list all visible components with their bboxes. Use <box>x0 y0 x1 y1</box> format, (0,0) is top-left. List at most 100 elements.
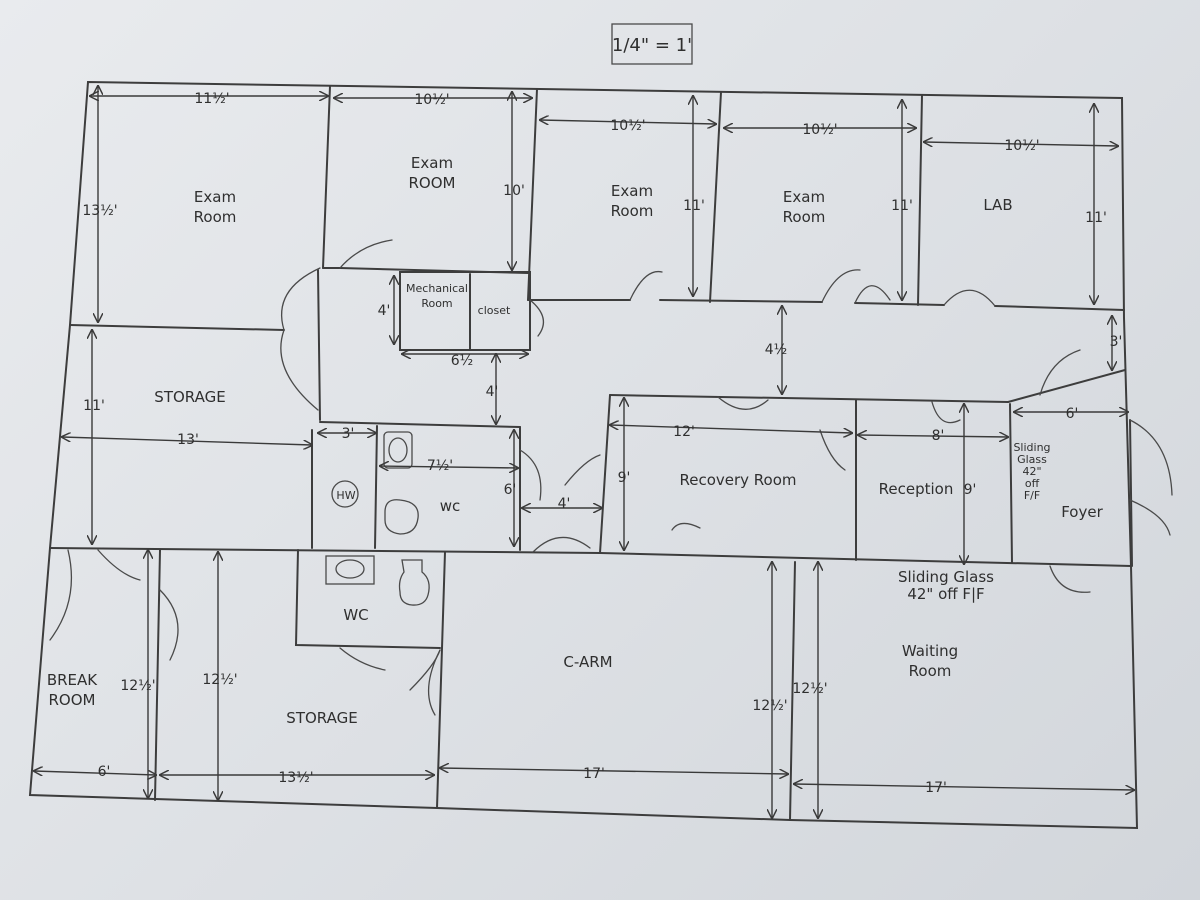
room-label-line: Room <box>421 297 452 310</box>
dimension-line-carm_w <box>440 768 788 774</box>
dimension-label-corr_4b: 4' <box>558 496 571 512</box>
dimension-label-lab_w: 10½' <box>1004 138 1039 154</box>
dimension-label-storage_h: 11' <box>83 398 105 414</box>
room-label-line: Recovery Room <box>679 471 796 489</box>
dimension-label-break_w: 6' <box>98 764 111 780</box>
dimension-lines: 11½' 10½' 10½' 10½' 10½' 13½' 10' 11' 11' 11' 4' 6½… <box>34 86 1134 818</box>
scale-label: 1/4" = 1' <box>612 35 692 56</box>
room-label-line: Exam <box>783 188 825 206</box>
dimension-label-carm_w: 17' <box>583 766 605 782</box>
dimension-label-exam1_w: 11½' <box>194 91 229 107</box>
dimension-label-corr_4: 4' <box>486 384 499 400</box>
room-label-line: Sliding <box>1013 441 1050 454</box>
dimension-label-exam4_h: 11' <box>891 198 913 214</box>
room-label-foyer: Foyer <box>1061 503 1103 521</box>
dimension-label-wc_h: 6' <box>504 482 517 498</box>
dimension-label-foyer_w: 6' <box>1066 406 1079 422</box>
front-rooms-walls <box>599 369 1133 567</box>
room-label-line: Reception <box>879 480 954 498</box>
room-label-line: C-ARM <box>563 653 612 671</box>
dimension-label-exam3_w: 10½' <box>610 118 645 134</box>
room-label-hw: HW <box>336 489 355 502</box>
room-label-line: Room <box>783 208 826 226</box>
dimension-label-carm_h: 12½' <box>752 698 787 714</box>
sink-icon-lower <box>325 555 375 585</box>
room-label-recovery: Recovery Room <box>679 471 796 489</box>
door-swings <box>49 239 1173 716</box>
room-label-line: Waiting <box>902 642 958 660</box>
dimension-label-storage2_w: 13½' <box>278 770 313 786</box>
room-label-wc_lower: WC <box>343 606 368 624</box>
room-label-reception: Reception <box>879 480 954 498</box>
dimension-label-hw_w: 3' <box>342 426 355 442</box>
dimension-line-reception_w <box>858 435 1008 437</box>
dimension-label-waiting_w: 17' <box>925 780 947 796</box>
room-label-line: Foyer <box>1061 503 1103 521</box>
toilet-icon-lower <box>398 559 430 606</box>
room-label-line: STORAGE <box>154 388 225 406</box>
room-label-line: STORAGE <box>286 709 357 727</box>
room-label-line: Room <box>909 662 952 680</box>
dimension-line-wc_w <box>380 466 518 468</box>
dimension-line-recovery_w <box>610 425 852 433</box>
room-label-line: Sliding Glass <box>898 568 994 586</box>
dimension-label-recovery_w: 12' <box>673 424 695 440</box>
dimension-label-reception_h: 9' <box>964 482 977 498</box>
dimension-label-exam4_w: 10½' <box>802 122 837 138</box>
room-label-line: Mechanical <box>406 282 468 295</box>
room-label-lab: LAB <box>983 196 1012 214</box>
dimension-label-storage_w: 13' <box>177 432 199 448</box>
room-label-line: F/F <box>1024 489 1040 502</box>
dimension-label-hall: 4½ <box>765 342 787 358</box>
dimension-label-recovery_h: 9' <box>618 470 631 486</box>
room-label-line: off <box>1025 477 1040 490</box>
room-label-storage_upper: STORAGE <box>154 388 225 406</box>
dimension-label-foyer_3: 3' <box>1110 334 1123 350</box>
room-label-closet: closet <box>478 304 511 317</box>
dimension-label-exam1_h: 13½' <box>82 203 117 219</box>
room-label-storage_lower: STORAGE <box>286 709 357 727</box>
toilet-icon <box>384 499 419 535</box>
room-label-line: ROOM <box>409 174 456 192</box>
dimension-label-exam3_h: 11' <box>683 198 705 214</box>
dimension-label-exam2_h: 10' <box>503 183 525 199</box>
room-label-line: HW <box>336 489 355 502</box>
dimension-label-mech_h: 4' <box>378 303 391 319</box>
dimension-label-lab_h: 11' <box>1085 210 1107 226</box>
fixtures <box>325 431 430 606</box>
dimension-line-storage_w <box>62 437 312 445</box>
water-heater-icon <box>331 480 359 508</box>
room-label-line: closet <box>478 304 511 317</box>
room-label-line: Room <box>611 202 654 220</box>
room-label-wc_upper: wc <box>440 497 461 515</box>
room-label-line: 42" <box>1022 465 1041 478</box>
room-label-line: LAB <box>983 196 1012 214</box>
dimension-label-wc_w: 7½' <box>427 458 453 474</box>
room-label-line: Room <box>194 208 237 226</box>
dimension-line-waiting_w <box>794 784 1134 790</box>
middle-left-walls <box>49 269 601 554</box>
room-label-line: Exam <box>194 188 236 206</box>
room-label-line: ROOM <box>49 691 96 709</box>
room-label-line: Glass <box>1017 453 1047 466</box>
dimension-line-lab_w <box>924 142 1118 146</box>
lower-rooms-walls <box>154 549 796 821</box>
room-label-line: 42" off F|F <box>907 585 984 603</box>
room-label-carm: C-ARM <box>563 653 612 671</box>
scale-box <box>611 23 693 65</box>
dimension-label-exam2_w: 10½' <box>414 92 449 108</box>
dimension-label-reception_w: 8' <box>932 428 945 444</box>
dimension-line-break_w <box>34 771 156 775</box>
dimension-label-mech_w: 6½ <box>451 353 473 369</box>
room-label-line: Exam <box>411 154 453 172</box>
room-label-line: WC <box>343 606 368 624</box>
